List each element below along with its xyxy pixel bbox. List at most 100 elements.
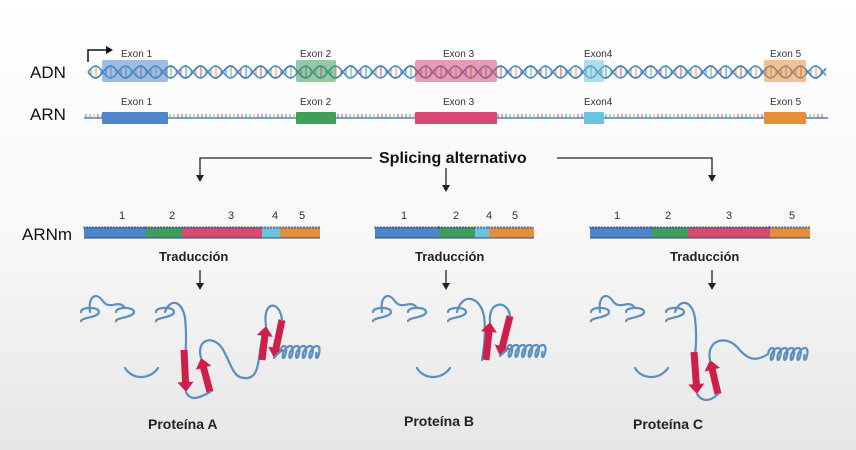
arn-label: ARN	[30, 105, 66, 124]
dna-exon-4-block	[584, 60, 604, 82]
dna-exon4-label: Exon4	[584, 49, 613, 60]
mrna-exon-3-segment	[688, 227, 770, 238]
dna-exon3-label: Exon 3	[443, 49, 475, 60]
protein-b-helix-3	[446, 306, 468, 323]
mrna-isoform-a	[83, 226, 320, 239]
protein-c	[589, 294, 809, 402]
protein-a-strand-down-2-shape	[268, 319, 286, 359]
transcription-start-arrow-icon	[87, 46, 113, 62]
protein-b-strand-up	[480, 322, 497, 361]
rna-exon-2-block	[296, 112, 336, 124]
protein-b-loops-2	[488, 303, 512, 358]
protein-c-helix-1	[589, 306, 611, 323]
isoform-a-num-2: 2	[169, 210, 175, 222]
mrna-exon-4-segment	[262, 227, 280, 238]
protein-b-helix-1	[371, 306, 393, 323]
protein-a-loops	[88, 294, 188, 379]
splicing-arrowheads	[196, 175, 716, 192]
rna-strand	[84, 112, 828, 124]
protein-c-strand-down-shape	[688, 351, 705, 394]
mrna-exon-2-segment	[439, 227, 475, 238]
protein-b-helix-2	[406, 306, 428, 323]
protein-a-strand-down	[177, 349, 194, 393]
isoform-a-num-1: 1	[119, 210, 125, 222]
protein-a-strand-up-2-shape	[256, 325, 273, 361]
protein-b-loops	[380, 294, 486, 379]
rna-exon-4-block	[584, 112, 604, 124]
adn-label: ADN	[30, 63, 66, 82]
mrna-isoform-b	[374, 226, 534, 239]
rna-exon-3-block	[415, 112, 497, 124]
translation-arrowheads	[196, 283, 716, 290]
isoform-c-num-1: 1	[614, 210, 620, 222]
isoform-a-num-4: 4	[272, 210, 278, 222]
dna-exon2-label: Exon 2	[300, 49, 332, 60]
protein-b	[371, 294, 547, 379]
dna-exon-5-block	[764, 60, 806, 82]
isoform-c-num-3: 3	[726, 210, 732, 222]
mrna-exon-4-segment	[475, 227, 489, 238]
protein-b-label: Proteína B	[404, 413, 474, 429]
mrna-exon-1-segment	[84, 227, 146, 238]
arnm-label: ARNm	[22, 225, 72, 244]
isoform-b-num-4: 4	[486, 210, 492, 222]
protein-c-helix-tail	[766, 346, 809, 362]
protein-c-strand-up	[704, 359, 722, 395]
protein-a	[79, 294, 321, 400]
isoform-c-num-5: 5	[789, 210, 795, 222]
rna-exon-1-block	[102, 112, 168, 124]
protein-c-loops-2	[695, 339, 770, 402]
mrna-exon-5-segment	[770, 227, 810, 238]
proteins	[79, 294, 809, 402]
protein-c-helix-3	[664, 306, 686, 323]
splicing-connectors	[199, 157, 713, 186]
isoform-c-traduccion: Traducción	[670, 249, 739, 264]
dna-exon5-label: Exon 5	[770, 49, 802, 60]
mrna-isoforms	[83, 226, 810, 239]
protein-a-helix-3	[154, 306, 176, 323]
protein-a-loops-3	[264, 304, 284, 360]
protein-a-helix-2	[114, 306, 136, 323]
isoform-b-numbers: 1 2 4 5	[401, 210, 518, 222]
rna-exon3-label: Exon 3	[443, 97, 475, 108]
isoform-b-num-5: 5	[512, 210, 518, 222]
protein-c-strand-down	[688, 351, 705, 394]
mrna-exon-5-segment	[280, 227, 320, 238]
protein-b-strand-down-shape	[494, 315, 514, 357]
mrna-exon-3-segment	[182, 227, 262, 238]
isoform-a-num-3: 3	[228, 210, 234, 222]
protein-c-helix-2	[624, 306, 646, 323]
protein-a-strand-up-2	[256, 325, 273, 361]
protein-b-strand-down	[494, 315, 514, 357]
dna-exon-1-block	[102, 60, 168, 82]
protein-b-strand-up-shape	[480, 322, 497, 361]
isoform-a-numbers: 1 2 3 4 5	[119, 210, 305, 222]
rna-exon5-label: Exon 5	[770, 97, 802, 108]
protein-a-strand-up	[195, 358, 214, 393]
protein-b-helix-tail	[504, 343, 547, 359]
mrna-isoform-c	[589, 226, 810, 239]
protein-c-loops	[598, 294, 698, 379]
protein-a-helix-tail	[278, 344, 321, 360]
isoform-c-numbers: 1 2 3 5	[614, 210, 795, 222]
dna-exon1-label: Exon 1	[121, 49, 153, 60]
protein-a-strand-up-shape	[195, 358, 214, 393]
protein-a-strand-down-shape	[177, 349, 194, 393]
mrna-exon-2-segment	[652, 227, 688, 238]
isoform-c-num-2: 2	[665, 210, 671, 222]
mrna-exon-1-segment	[375, 227, 439, 238]
dna-exon-3-block	[415, 60, 497, 82]
dna-exon-2-block	[296, 60, 336, 82]
splicing-title: Splicing alternativo	[379, 150, 527, 167]
rna-exon-5-block	[764, 112, 806, 124]
protein-c-strand-up-shape	[704, 359, 722, 395]
isoform-b-num-2: 2	[453, 210, 459, 222]
isoform-b-traduccion: Traducción	[415, 249, 484, 264]
isoform-b-num-1: 1	[401, 210, 407, 222]
dna-exons	[102, 60, 806, 82]
protein-a-label: Proteína A	[148, 416, 218, 432]
mrna-exon-2-segment	[146, 227, 182, 238]
translation-arrows	[199, 270, 713, 284]
